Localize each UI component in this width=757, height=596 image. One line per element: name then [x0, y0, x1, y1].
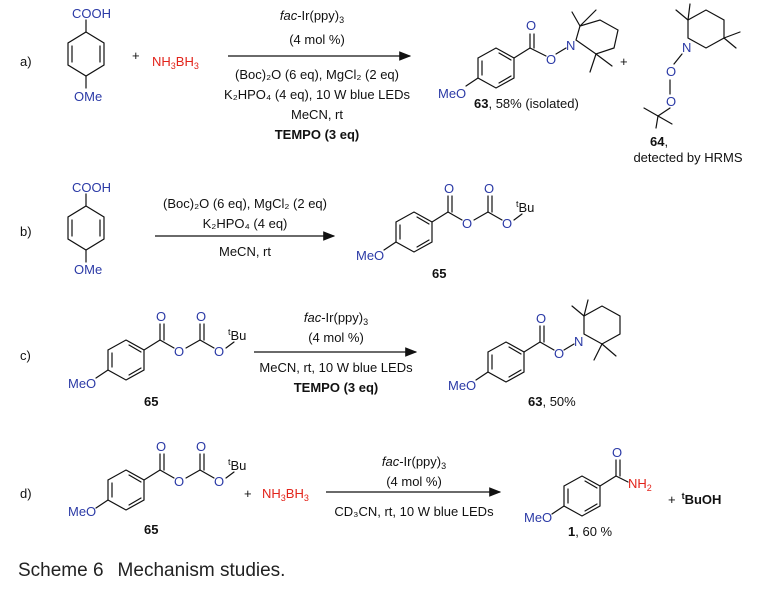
svg-text:O: O [546, 52, 556, 67]
svg-text:O: O [156, 309, 166, 324]
tbu-group-d: tBu [228, 457, 246, 473]
plus-sign: + [132, 48, 140, 63]
svg-text:O: O [196, 439, 206, 454]
cooh-label: COOH [72, 6, 111, 21]
d-loading: (4 mol %) [386, 474, 442, 489]
row-d-product-1: MeO O NH2 1, 60 % [524, 445, 652, 539]
svg-text:MeO: MeO [524, 510, 552, 525]
svg-text:N: N [682, 40, 691, 55]
svg-text:O: O [536, 311, 546, 326]
catalyst-label: fac-Ir(ppy)3 [280, 8, 344, 25]
svg-text:O: O [612, 445, 622, 460]
svg-text:O: O [666, 64, 676, 79]
substrate-65-label: 65 [144, 394, 158, 409]
conditions-line-2: K₂HPO₄ (4 eq), 10 W blue LEDs [224, 87, 410, 102]
b-conditions-2: K₂HPO₄ (4 eq) [203, 216, 288, 231]
row-c: c) MeO O O O O tBu 65 fac-Ir(ppy)3 (4 [20, 299, 621, 409]
c-loading: (4 mol %) [308, 330, 364, 345]
product-1-caption: 1, 60 % [568, 524, 613, 539]
svg-text:O: O [174, 474, 184, 489]
row-b-anisic-acid: COOH OMe [67, 180, 111, 277]
ome-label: OMe [74, 89, 102, 104]
svg-text:O: O [554, 346, 564, 361]
row-a-product-63: MeO O O N 63, 58% (isolated) [438, 9, 619, 111]
plus-sign-2: + [620, 54, 628, 69]
row-a: a) COOH OMe + NH3BH3 fac-Ir(ppy)3 (4 mol… [20, 3, 743, 165]
svg-text:N: N [566, 38, 575, 53]
svg-text:MeO: MeO [68, 504, 96, 519]
d-catalyst: fac-Ir(ppy)3 [382, 454, 446, 471]
conditions-line-3: MeCN, rt [291, 107, 343, 122]
c-catalyst: fac-Ir(ppy)3 [304, 310, 368, 327]
row-b: b) COOH OMe (Boc)₂O (6 eq), MgCl₂ (2 eq)… [20, 180, 534, 281]
svg-text:O: O [526, 18, 536, 33]
d-substrate-65-label: 65 [144, 522, 158, 537]
d-ammonia-borane: NH3BH3 [262, 486, 309, 503]
svg-text:O: O [462, 216, 472, 231]
row-b-tag: b) [20, 224, 32, 239]
svg-text:O: O [502, 216, 512, 231]
caption-text: Mechanism studies. [117, 560, 286, 581]
row-a-anisic-acid: COOH OMe [67, 6, 111, 104]
svg-text:COOH: COOH [72, 180, 111, 195]
tbu-group-c: tBu [228, 327, 246, 343]
svg-text:MeO: MeO [438, 86, 466, 101]
b-conditions-1: (Boc)₂O (6 eq), MgCl₂ (2 eq) [163, 196, 327, 211]
ammonia-borane: NH3BH3 [152, 54, 199, 71]
catalyst-loading: (4 mol %) [289, 32, 345, 47]
svg-text:O: O [214, 344, 224, 359]
scheme-caption: Scheme 6 Mechanism studies. [18, 560, 285, 582]
svg-text:O: O [156, 439, 166, 454]
svg-text:O: O [214, 474, 224, 489]
svg-text:MeO: MeO [356, 248, 384, 263]
row-a-product-64: N O O 64, detected by HRMS [633, 3, 743, 165]
row-d-tag: d) [20, 486, 32, 501]
conditions-line-1: (Boc)₂O (6 eq), MgCl₂ (2 eq) [235, 67, 399, 82]
product-64-label: 64, [650, 134, 668, 149]
svg-text:N: N [574, 334, 583, 349]
svg-text:O: O [484, 181, 494, 196]
svg-text:O: O [174, 344, 184, 359]
svg-text:O: O [196, 309, 206, 324]
tbuoh-byproduct: +tBuOH [668, 491, 721, 507]
row-c-product-63: MeO O O N 63, 50% [448, 299, 621, 409]
c-conditions-1: MeCN, rt, 10 W blue LEDs [259, 360, 413, 375]
row-d-substrate-65: MeO O O O O tBu 65 [68, 439, 246, 537]
caption-label: Scheme 6 [18, 560, 104, 581]
svg-text:MeO: MeO [448, 378, 476, 393]
tbu-group: tBu [516, 199, 534, 215]
d-conditions: CD₃CN, rt, 10 W blue LEDs [334, 504, 494, 519]
svg-text:O: O [666, 94, 676, 109]
row-d: d) MeO O O O O tBu 65 + NH3BH3 [20, 439, 721, 539]
d-plus-sign: + [244, 486, 252, 501]
conditions-line-4: TEMPO (3 eq) [275, 127, 360, 142]
svg-text:OMe: OMe [74, 262, 102, 277]
svg-text:O: O [444, 181, 454, 196]
row-b-product-65: MeO O O O O tBu 65 [356, 181, 534, 281]
product-64-detect: detected by HRMS [633, 150, 742, 165]
row-c-substrate-65: MeO O O O O tBu 65 [68, 309, 246, 409]
c-conditions-2: TEMPO (3 eq) [294, 380, 379, 395]
row-c-tag: c) [20, 348, 31, 363]
c-product-63-caption: 63, 50% [528, 394, 576, 409]
svg-text:MeO: MeO [68, 376, 96, 391]
row-a-tag: a) [20, 54, 32, 69]
amide-nh2: NH2 [628, 476, 652, 493]
product-65-label: 65 [432, 266, 446, 281]
product-63-caption: 63, 58% (isolated) [474, 96, 579, 111]
b-conditions-3: MeCN, rt [219, 244, 271, 259]
